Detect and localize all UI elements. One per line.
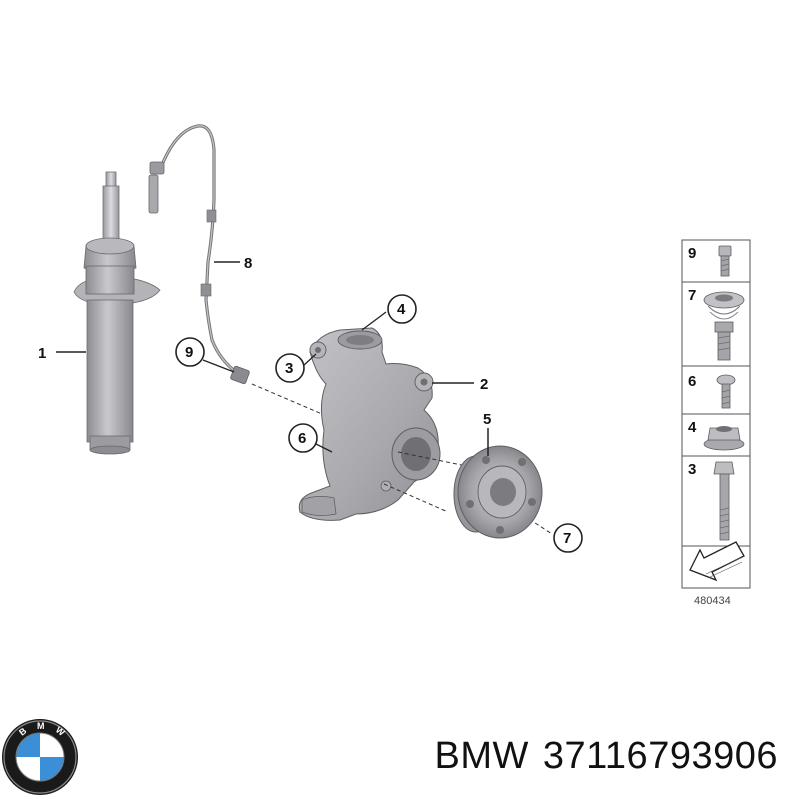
bmw-logo: B M W: [2, 719, 78, 795]
assembly-dashed-line-sensor: [251, 383, 323, 415]
callout-5-label: 5: [483, 411, 491, 428]
legend-panel: 9 7: [681, 239, 751, 607]
callout-2: 2: [432, 376, 488, 393]
legend-number-6: 6: [688, 373, 696, 390]
wheel-hub-illustration: [453, 445, 543, 539]
shock-absorber-illustration: [73, 171, 161, 455]
brand-name: BMW: [434, 735, 529, 777]
socket-head-screw-icon: [718, 245, 732, 277]
legend-row-9: 9: [688, 245, 732, 277]
callout-5: 5: [483, 411, 491, 456]
legend-number-7: 7: [688, 287, 696, 304]
hex-bolt-icon: [713, 461, 735, 541]
legend-number-9: 9: [688, 245, 696, 262]
assembly-dashed-line-hub-upper: [397, 451, 487, 471]
callout-3-label: 3: [285, 360, 293, 377]
callout-6-label: 6: [298, 430, 306, 447]
direction-arrow-icon: [689, 541, 745, 582]
callout-9: 9: [175, 337, 235, 373]
part-number: 37116793906: [542, 735, 778, 777]
callout-9-label: 9: [185, 344, 193, 361]
callout-2-label: 2: [480, 376, 488, 393]
callout-7: 7: [553, 523, 583, 553]
legend-row-3: 3: [688, 461, 735, 541]
legend-number-3: 3: [688, 461, 696, 478]
flange-collar-screw-icon: [703, 291, 745, 361]
callout-4-label: 4: [397, 301, 406, 318]
callout-4: 4: [361, 294, 417, 331]
part-number-caption: BMW 37116793906: [434, 735, 778, 778]
flange-nut-icon: [703, 426, 745, 451]
legend-number-4: 4: [688, 419, 697, 436]
assembly-dashed-line-hub-lower: [383, 483, 449, 513]
svg-text:B: B: [17, 725, 29, 737]
steering-knuckle-illustration: [298, 327, 441, 521]
diagram-code: 480434: [694, 595, 731, 607]
legend-row-7: 7: [688, 287, 745, 361]
callout-8-label: 8: [244, 255, 252, 272]
sensor-wire-illustration: [148, 124, 250, 385]
callout-3: 3: [275, 353, 317, 383]
legend-row-4: 4: [688, 419, 745, 451]
torx-screw-icon: [716, 374, 736, 409]
legend-row-6: 6: [688, 373, 736, 409]
callout-6: 6: [288, 423, 333, 453]
callout-7-label: 7: [563, 530, 571, 547]
svg-text:M: M: [37, 721, 45, 731]
callout-1-label: 1: [38, 345, 46, 362]
